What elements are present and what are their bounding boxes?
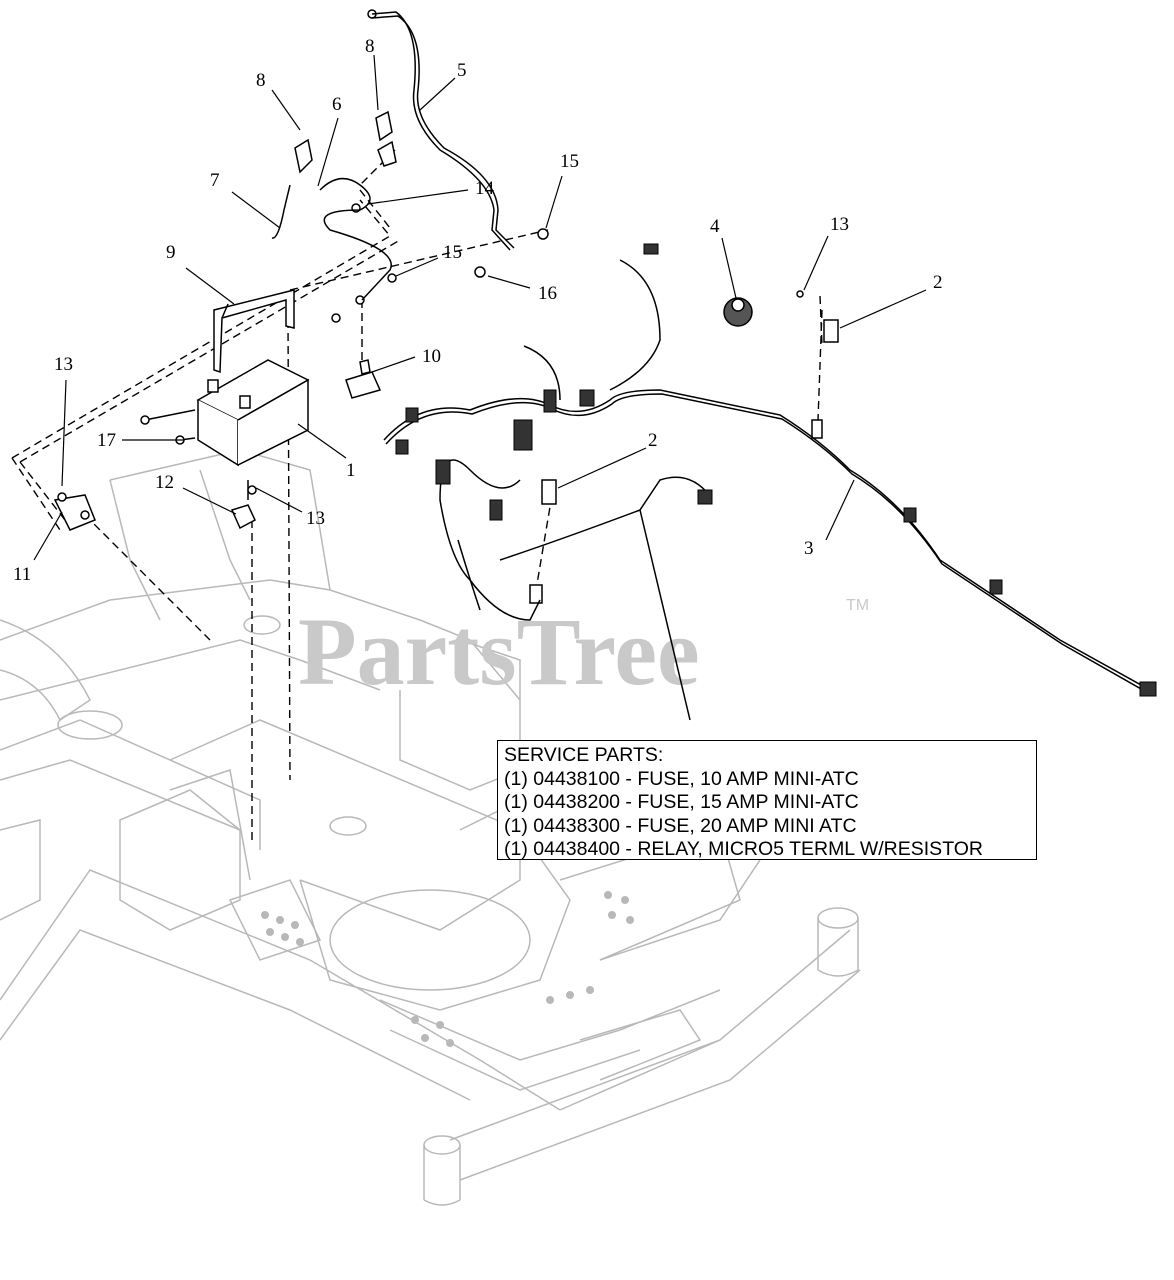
callout-3: 3 <box>804 538 814 559</box>
callout-labels: 8 8 5 6 7 14 15 9 15 16 10 13 17 1 12 13… <box>13 36 943 585</box>
callout-6: 6 <box>332 94 342 115</box>
watermark-text: PartsTree <box>298 598 700 705</box>
callout-10: 10 <box>422 346 441 367</box>
service-parts-box: SERVICE PARTS: (1) 04438100 - FUSE, 10 A… <box>497 740 1037 860</box>
service-part-item: (1) 04438100 - FUSE, 10 AMP MINI-ATC <box>504 767 859 790</box>
harness-connectors <box>395 243 1157 697</box>
assembly-lines <box>11 149 823 845</box>
mower-frame <box>0 449 861 1206</box>
service-parts-heading: SERVICE PARTS: <box>504 744 664 766</box>
callout-11: 11 <box>13 564 31 585</box>
callout-2b: 2 <box>648 430 658 451</box>
callout-13b: 13 <box>306 508 325 529</box>
battery-assembly <box>53 110 839 604</box>
callout-17: 17 <box>97 430 116 451</box>
callout-4: 4 <box>710 216 720 237</box>
callout-9: 9 <box>166 242 176 263</box>
service-part-item: (1) 04438400 - RELAY, MICRO5 TERML W/RES… <box>504 838 983 860</box>
service-part-item: (1) 04438200 - FUSE, 15 AMP MINI-ATC <box>504 791 859 813</box>
watermark-trademark: TM <box>846 597 869 614</box>
cables <box>271 9 1151 721</box>
callout-14: 14 <box>475 178 495 199</box>
callout-8a: 8 <box>256 70 266 91</box>
callout-2a: 2 <box>933 272 943 293</box>
callout-7: 7 <box>210 170 220 191</box>
callout-13c: 13 <box>830 214 849 235</box>
callout-8b: 8 <box>365 36 375 57</box>
callout-13a: 13 <box>54 354 73 375</box>
callout-12: 12 <box>155 472 174 493</box>
leader-lines <box>33 54 927 561</box>
service-part-item: (1) 04438300 - FUSE, 20 AMP MINI ATC <box>504 814 857 837</box>
callout-5: 5 <box>457 60 467 81</box>
callout-16: 16 <box>538 283 557 304</box>
callout-1: 1 <box>346 460 356 481</box>
callout-15a: 15 <box>560 151 579 172</box>
callout-15b: 15 <box>443 242 462 263</box>
